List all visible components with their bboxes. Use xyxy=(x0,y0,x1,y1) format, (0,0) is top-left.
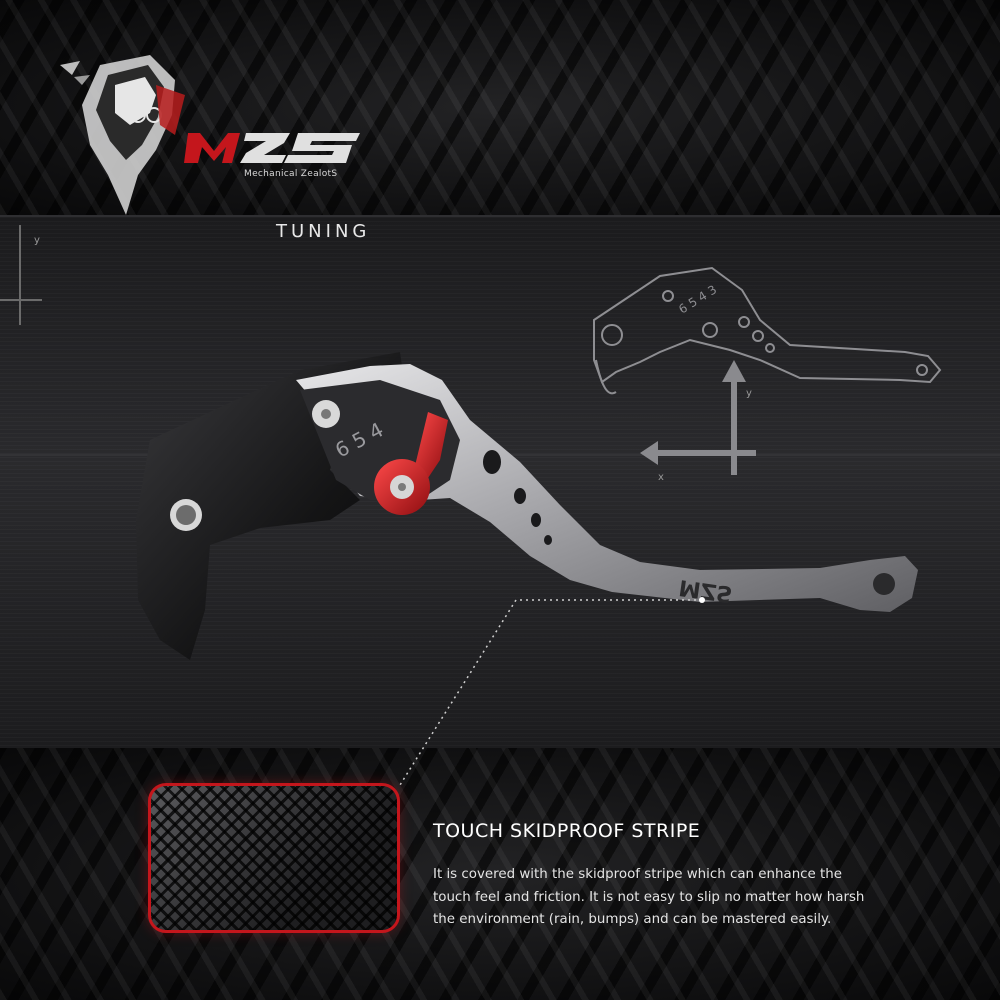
brand-subtitle: Mechanical ZealotS xyxy=(244,169,338,179)
callout-dot-icon xyxy=(699,597,705,603)
tread-plate-top xyxy=(0,0,1000,215)
feature-line: the environment (rain, bumps) and can be… xyxy=(433,912,832,927)
feature-line: touch feel and friction. It is not easy … xyxy=(433,889,865,905)
feature-description: It is covered with the skidproof stripe … xyxy=(433,864,953,932)
diagram-scale-marks: 6 5 4 3 xyxy=(676,282,719,316)
warrior-mascot-icon xyxy=(60,55,185,215)
brake-lever: 6 5 4 MZS xyxy=(136,352,918,660)
mzs-wordmark-icon xyxy=(184,133,360,163)
callout-line xyxy=(399,599,702,786)
feature-line: It is covered with the skidproof stripe … xyxy=(433,867,843,882)
diagram-y-label: y xyxy=(746,388,752,399)
feature-heading: TOUCH SKIDPROOF STRIPE xyxy=(433,820,701,842)
lever-tip-hole-icon xyxy=(873,573,895,595)
diagram-x-label: x xyxy=(658,472,664,483)
red-adjuster-tab xyxy=(414,412,448,478)
brand-tagline: TUNING xyxy=(276,221,371,242)
skidproof-texture-inset xyxy=(148,783,400,933)
brand-logo: Mechanical ZealotS TUNING xyxy=(60,55,380,242)
blade-hole-icon xyxy=(483,450,501,474)
lever-outline-diagram xyxy=(593,266,942,395)
diagram-axes xyxy=(640,360,756,475)
left-axis-y-label: y xyxy=(34,235,40,246)
left-axis-marks xyxy=(0,225,42,325)
